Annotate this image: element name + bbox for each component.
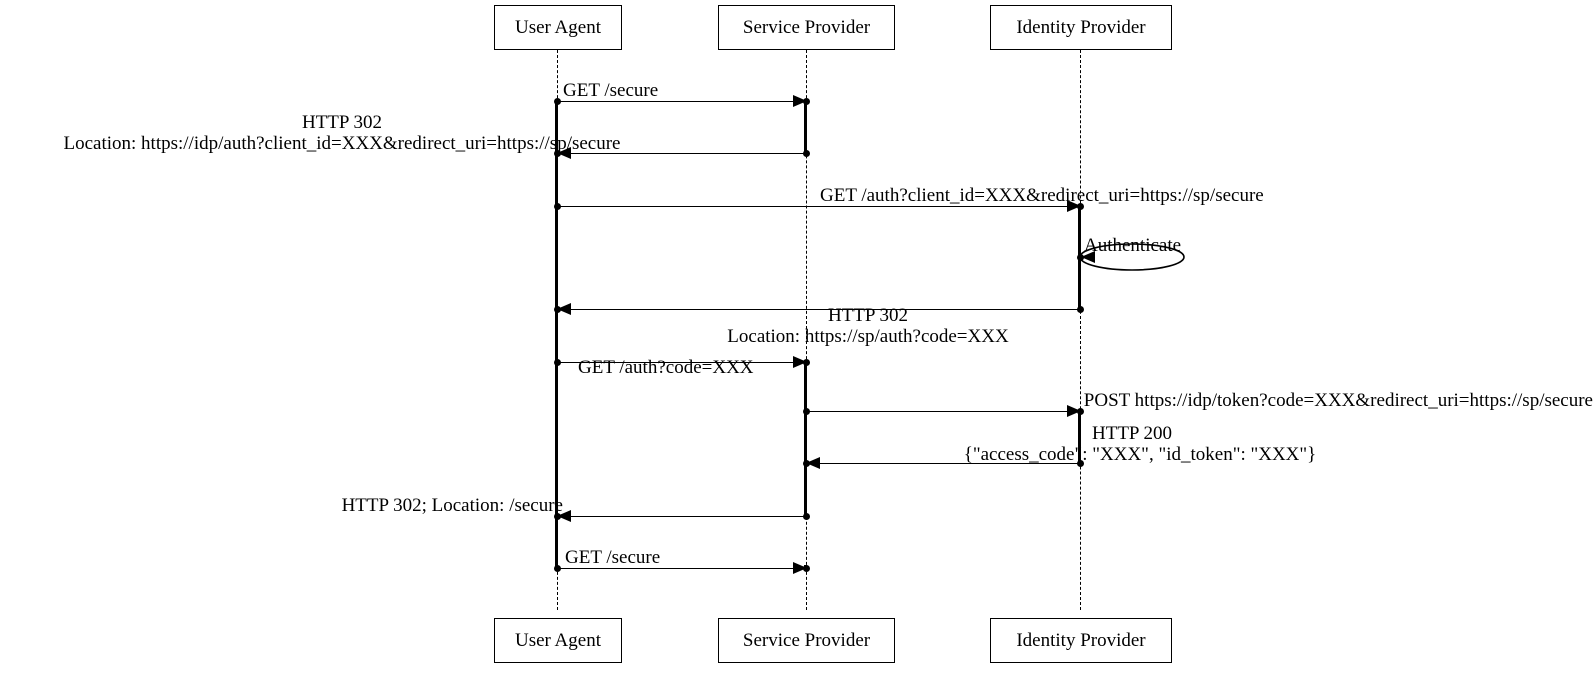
msg-1-target-dot (803, 98, 810, 105)
participant-header-service-provider[interactable]: Service Provider (718, 5, 895, 50)
msg-7-line (806, 411, 1080, 412)
msg-6-line (557, 362, 806, 363)
msg-7-label: POST https://idp/token?code=XXX&redirect… (1083, 390, 1593, 411)
msg-8-source-dot (1077, 460, 1084, 467)
msg-7-target-dot (1077, 408, 1084, 415)
msg-3-line (557, 206, 1080, 207)
participant-footer-service-provider-label: Service Provider (742, 629, 871, 651)
msg-2-source-dot (803, 150, 810, 157)
participant-header-identity-provider[interactable]: Identity Provider (990, 5, 1172, 50)
msg-8-line (806, 463, 1080, 464)
msg-1-source-dot (554, 98, 561, 105)
activation-bar-identity-provider-2 (1078, 411, 1081, 464)
msg-5-target-dot (554, 306, 561, 313)
msg-9-line (557, 516, 806, 517)
msg-4-label: Authenticate (1084, 235, 1182, 256)
participant-header-user-agent-label: User Agent (514, 16, 601, 38)
msg-9-source-dot (803, 513, 810, 520)
msg-10-source-dot (554, 565, 561, 572)
participant-header-user-agent[interactable]: User Agent (494, 5, 622, 50)
activation-bar-service-provider-2 (804, 362, 807, 517)
msg-3-label: GET /auth?client_id=XXX&redirect_uri=htt… (820, 185, 1264, 206)
msg-5-arrowhead-icon (557, 303, 571, 315)
msg-5-label-line-2: Location: https://sp/auth?code=XXX (727, 326, 1009, 347)
lifeline-identity-provider (1080, 50, 1081, 610)
msg-9-arrowhead-icon (557, 510, 571, 522)
lifeline-service-provider (806, 50, 807, 610)
msg-9-target-dot (554, 513, 561, 520)
participant-header-service-provider-label: Service Provider (742, 16, 871, 38)
activation-bar-service-provider-1 (804, 101, 807, 154)
msg-2-target-dot (554, 150, 561, 157)
msg-2-line (557, 153, 806, 154)
msg-3-target-dot (1077, 203, 1084, 210)
msg-4-anchor-dot (1077, 254, 1084, 261)
participant-footer-identity-provider-label: Identity Provider (1016, 629, 1146, 651)
msg-8-label-line-1: HTTP 200 (1092, 423, 1173, 444)
msg-10-label: GET /secure (565, 547, 661, 568)
msg-6-label: GET /auth?code=XXX (578, 357, 754, 378)
msg-2-label-line-2: Location: https://idp/auth?client_id=XXX… (63, 133, 621, 154)
activation-bar-user-agent (555, 101, 558, 569)
msg-10-line (557, 568, 806, 569)
msg-5-source-dot (1077, 306, 1084, 313)
msg-10-target-dot (803, 565, 810, 572)
msg-7-source-dot (803, 408, 810, 415)
msg-8-target-dot (803, 460, 810, 467)
msg-1-line (557, 101, 806, 102)
msg-6-source-dot (554, 359, 561, 366)
msg-2-arrowhead-icon (557, 147, 571, 159)
msg-4-arrowhead-icon (1081, 251, 1095, 263)
msg-8-label-line-2: {"access_code": "XXX", "id_token": "XXX"… (963, 444, 1317, 465)
participant-footer-service-provider[interactable]: Service Provider (718, 618, 895, 663)
participant-footer-identity-provider[interactable]: Identity Provider (990, 618, 1172, 663)
msg-3-source-dot (554, 203, 561, 210)
msg-5-label-line-1: HTTP 302 (827, 305, 909, 326)
msg-8-arrowhead-icon (806, 457, 820, 469)
participant-footer-user-agent[interactable]: User Agent (494, 618, 622, 663)
participant-header-identity-provider-label: Identity Provider (1016, 16, 1146, 38)
msg-2-label-line-1: HTTP 302 (301, 112, 383, 133)
participant-footer-user-agent-label: User Agent (514, 629, 601, 651)
msg-9-label: HTTP 302; Location: /secure (341, 495, 563, 516)
msg-6-target-dot (803, 359, 810, 366)
msg-1-label: GET /secure (563, 80, 659, 101)
msg-5-line (557, 309, 1080, 310)
